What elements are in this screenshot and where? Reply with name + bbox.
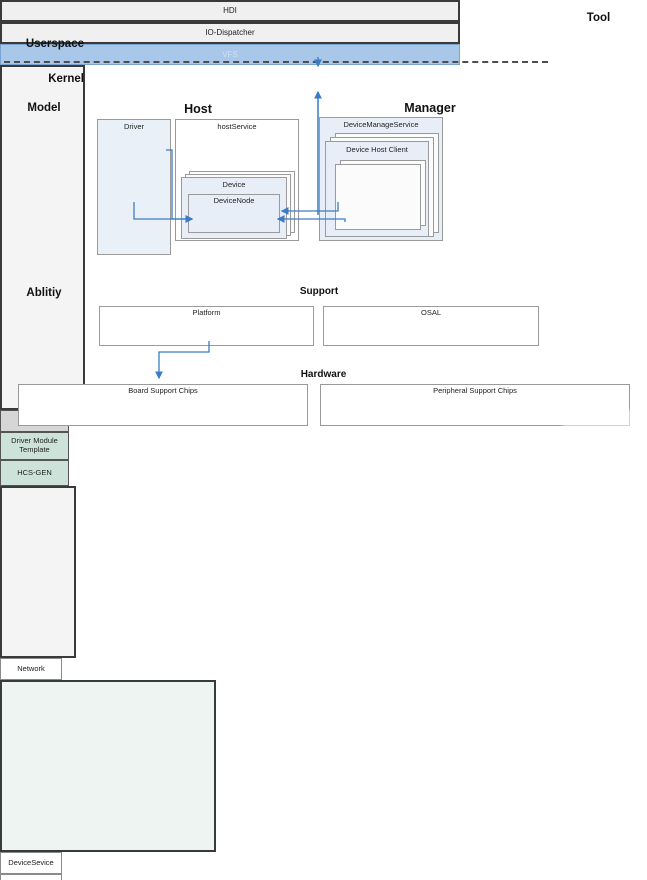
panel-title-ablitiy: Ablitiy: [26, 287, 62, 299]
group-title-osal: OSAL: [420, 308, 441, 317]
panel-title-host: Host: [184, 102, 212, 116]
group-driver: [97, 119, 171, 255]
panel-tool: [0, 65, 85, 410]
group-title-driver: Driver: [124, 122, 144, 131]
side-label-userspace: Userspace: [25, 38, 84, 50]
group-title-peripheral-support-chips: Peripheral Support Chips: [433, 386, 517, 395]
panel-model: [0, 486, 76, 658]
panel-title-support: Support: [299, 286, 339, 297]
group-title-device-host-client: Device Host Client: [346, 145, 408, 154]
panel-host: [0, 680, 216, 852]
group-title-board-support-chips: Board Support Chips: [128, 386, 198, 395]
bar-hdi: HDI: [0, 0, 460, 22]
group-platform: [99, 306, 314, 346]
panel-title-manager: Manager: [404, 101, 456, 115]
dtc-layer-mid: [335, 164, 421, 230]
bar-io-dispatcher: IO-Dispatcher: [0, 22, 460, 44]
bar-vfs: VFS: [0, 44, 460, 65]
panel-title-hardware: Hardware: [300, 369, 347, 380]
driver-item-devicesevice[interactable]: DeviceSevice: [0, 852, 62, 874]
model-item-network[interactable]: Network: [0, 658, 62, 680]
group-device-node: [188, 194, 280, 233]
panel-title-model: Model: [27, 102, 61, 114]
group-osal: [323, 306, 539, 346]
group-title-device: Device: [222, 180, 246, 189]
side-label-kernel: Kernel: [48, 73, 84, 85]
group-title-device-node: DeviceNode: [213, 196, 255, 205]
driver-item-private-data[interactable]: Private data: [0, 874, 62, 880]
userspace-kernel-divider: [4, 61, 548, 63]
group-board-support-chips: [18, 384, 308, 426]
watermark: [559, 404, 637, 434]
device-token-clnt-stack: [330, 160, 428, 232]
group-title-platform: Platform: [192, 308, 221, 317]
tool-item-driver-module-template[interactable]: Driver Module Template: [0, 432, 69, 460]
panel-title-tool: Tool: [586, 12, 611, 24]
tool-item-hcs-gen[interactable]: HCS-GEN: [0, 460, 69, 486]
group-title-device-manage-service: DeviceManageService: [343, 120, 419, 129]
group-title-host-service: hostService: [217, 122, 257, 131]
